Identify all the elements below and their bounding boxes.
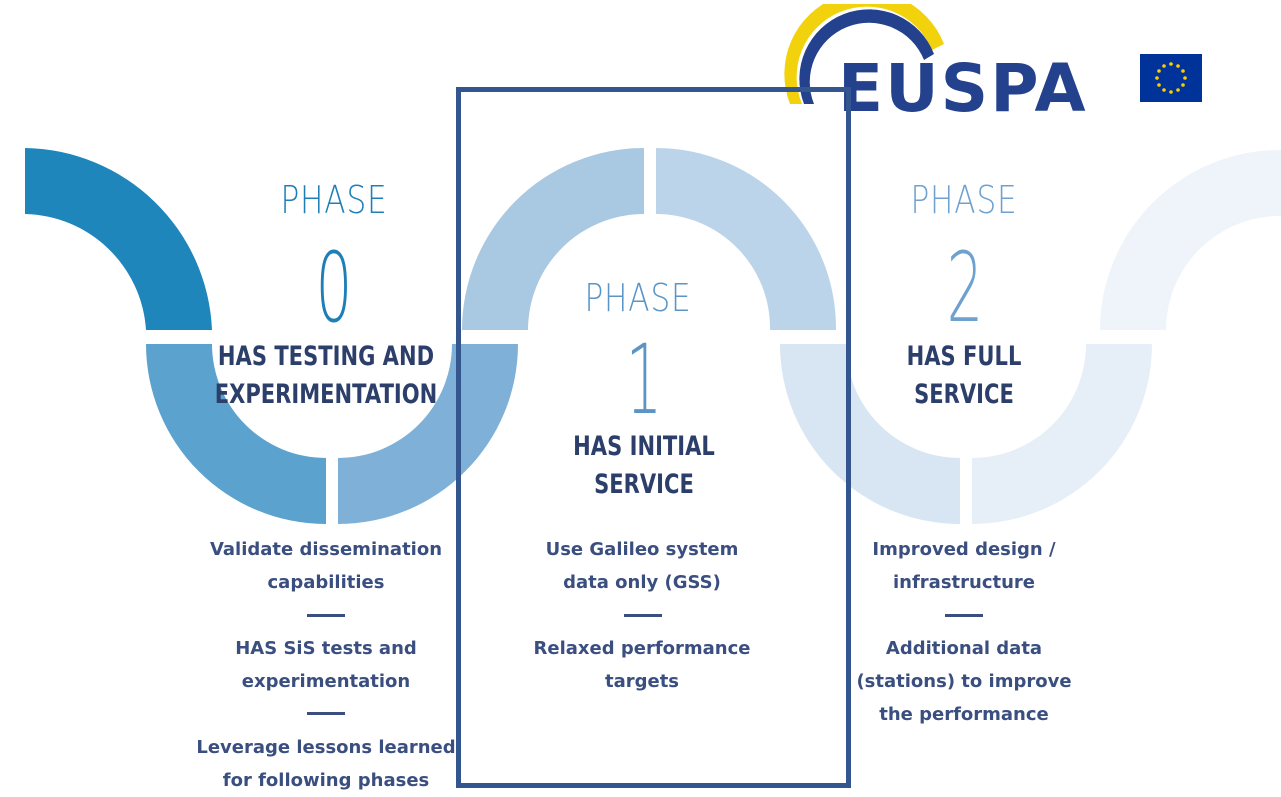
phase0-title: HAS TESTING AND EXPERIMENTATION [214, 341, 438, 410]
separator [307, 614, 345, 617]
phase2-item-1: Improved design / infrastructure [872, 539, 1056, 593]
arc-phase2-upper-right [1100, 149, 1281, 330]
arc-phase1-upper-right [656, 148, 837, 330]
phase0-number: 0 [315, 232, 353, 344]
phase0-item-2: HAS SiS tests and experimentation [235, 638, 417, 692]
eu-flag-icon [1140, 54, 1202, 102]
logo-swoosh [784, 4, 944, 104]
phase1-title: HAS INITIAL SERVICE [573, 431, 715, 500]
arc-phase1-upper-left [462, 148, 644, 330]
phase1-label: PHASE [584, 276, 692, 320]
phase0-label: PHASE [280, 178, 388, 222]
arc-phase0-lower-right [338, 344, 518, 524]
phase2-number: 2 [946, 232, 984, 344]
phase0-item-3: Leverage lessons learned for following p… [196, 737, 456, 791]
arc-phase0-lower-left [146, 344, 326, 524]
phase1-item-1: Use Galileo system data only (GSS) [545, 539, 739, 593]
separator [945, 614, 983, 617]
phase2-label: PHASE [910, 178, 1018, 222]
euspa-logo: EUSPA [838, 50, 1088, 127]
phase2-item-2: Additional data (stations) to improve th… [856, 638, 1072, 725]
phase2-title: HAS FULL SERVICE [906, 341, 1022, 410]
phase1-highlight-box [456, 87, 851, 788]
arc-phase0-upper [25, 148, 212, 330]
arc-phase2-lower-left [780, 344, 960, 524]
separator [624, 614, 662, 617]
phase1-item-2: Relaxed performance targets [533, 638, 751, 692]
phase1-number: 1 [625, 324, 663, 436]
arc-phase2-lower-right [972, 344, 1152, 524]
separator [307, 712, 345, 715]
phase0-item-1: Validate dissemination capabilities [209, 539, 443, 593]
